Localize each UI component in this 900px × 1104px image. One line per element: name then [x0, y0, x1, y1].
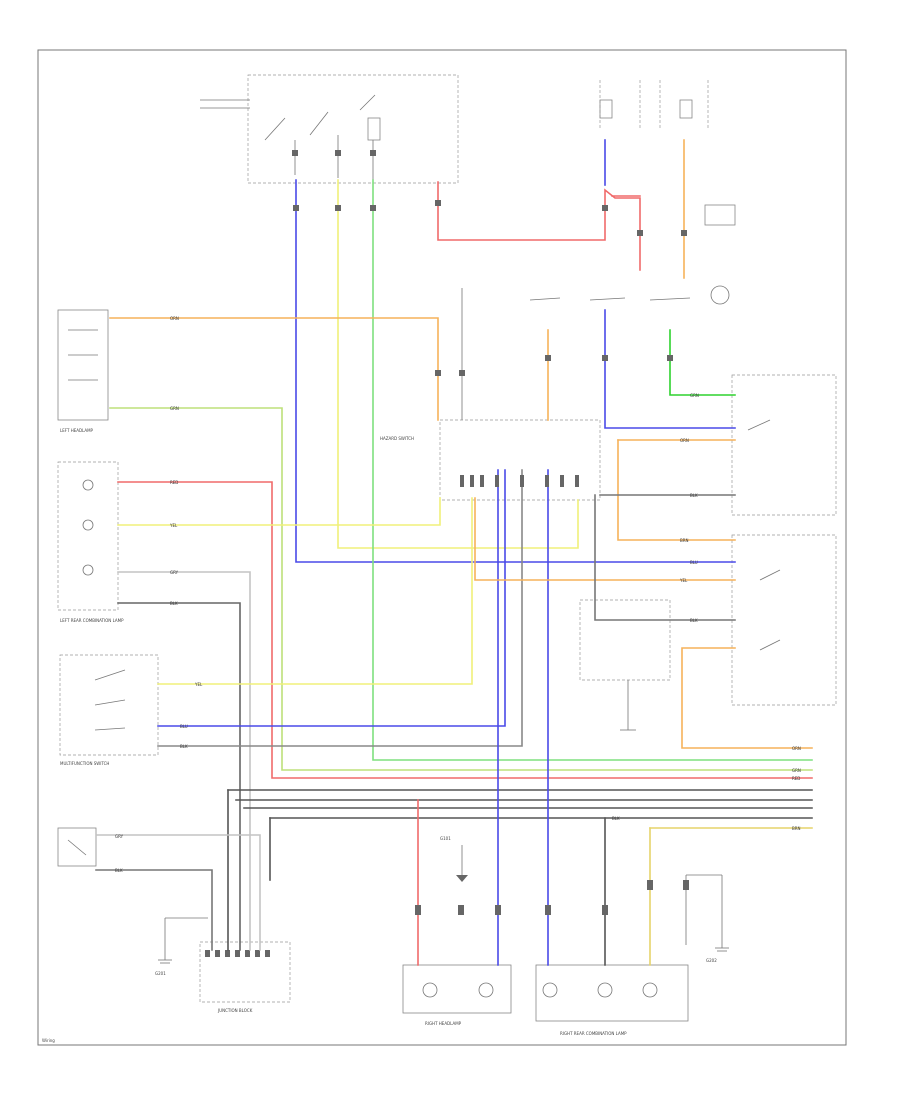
wires	[95, 139, 813, 966]
wire-yellow-lr	[117, 497, 441, 526]
wire-green-lh	[109, 407, 813, 771]
left-ground: G201	[155, 917, 208, 976]
junction-block-label: JUNCTION BLOCK	[217, 1008, 253, 1013]
label-blu-1: BLU	[180, 724, 188, 729]
wire-black-mf	[157, 469, 523, 747]
label-brn-2: BRN	[792, 826, 801, 831]
footer-label: Wiring	[42, 1038, 55, 1043]
label-blk-1: BLK	[170, 601, 178, 606]
label-blk-2: BLK	[180, 744, 188, 749]
diagram-frame	[37, 49, 847, 1046]
label-orn-1: ORN	[170, 316, 179, 321]
fuse-blocks	[599, 80, 736, 305]
body-ground: G101	[440, 836, 468, 882]
wire-bright-green	[669, 329, 736, 396]
right-ground: G202	[685, 874, 729, 963]
right-ground-label: G202	[706, 958, 717, 963]
wire-red-lr	[117, 481, 813, 779]
wire-blue-mf	[157, 469, 506, 727]
label-orn-2: ORN	[680, 438, 689, 443]
wire-gray-lr	[117, 571, 251, 951]
flasher-relay	[710, 285, 730, 305]
top-switch-box	[200, 74, 459, 184]
label-yel-1: YEL	[169, 523, 178, 528]
label-blk-4: BLK	[690, 618, 698, 623]
hazard-switch: HAZARD SWITCH	[380, 288, 691, 501]
left-rear-combination-lamp: LEFT REAR COMBINATION LAMP	[57, 461, 124, 623]
hazard-switch-label: HAZARD SWITCH	[380, 436, 414, 441]
wire-orange-mid	[617, 439, 736, 541]
wire-blue-right	[604, 309, 736, 429]
label-gry-1: GRY	[170, 570, 179, 575]
wire-yellow-1	[337, 179, 579, 549]
label-gry-2: GRY	[115, 834, 124, 839]
left-rear-lamp-label: LEFT REAR COMBINATION LAMP	[60, 618, 124, 623]
label-yel-2: YEL	[194, 682, 203, 687]
multifunction-switch: MULTIFUNCTION SWITCH	[59, 654, 159, 766]
wire-yellow-mf	[157, 497, 473, 685]
junction-block: JUNCTION BLOCK	[199, 941, 291, 1013]
right-rear-lamp-label: RIGHT REAR COMBINATION LAMP	[560, 1031, 627, 1036]
label-blk-6: BLK	[115, 868, 123, 873]
wire-blue-main	[295, 179, 736, 563]
left-headlamp-label: LEFT HEADLAMP	[60, 428, 94, 433]
multifunction-switch-label: MULTIFUNCTION SWITCH	[60, 761, 109, 766]
wire-orange-lh	[109, 317, 439, 421]
label-orn-3: ORN	[792, 746, 801, 751]
label-grn-2: GRN	[690, 393, 699, 398]
wire-black-relay	[95, 869, 213, 951]
label-blu-2: BLU	[690, 560, 698, 565]
connector-markers	[293, 200, 689, 915]
label-grn-3: GRN	[792, 768, 801, 773]
body-ground-label: G101	[440, 836, 451, 841]
right-headlamp: RIGHT HEADLAMP	[402, 964, 512, 1026]
label-grn-1: GRN	[170, 406, 179, 411]
left-headlamp: LEFT HEADLAMP	[57, 309, 109, 433]
label-brn-1: BRN	[680, 538, 689, 543]
wire-labels: ORN GRN RED YEL GRY BLK YEL BLU BLK GRN …	[115, 316, 801, 873]
wire-green-1	[372, 179, 813, 761]
right-rear-combination-lamp: RIGHT REAR COMBINATION LAMP	[535, 964, 689, 1036]
wire-orange-low	[474, 497, 736, 581]
right-headlamp-label: RIGHT HEADLAMP	[425, 1021, 462, 1026]
label-blk-5: BLK	[612, 816, 620, 821]
left-small-relay	[57, 827, 97, 867]
left-ground-label: G201	[155, 971, 166, 976]
label-red-2: RED	[792, 776, 800, 781]
label-red-1: RED	[170, 480, 178, 485]
wire-gray-relay	[95, 834, 261, 951]
label-yel-3: YEL	[679, 578, 688, 583]
wire-black-right	[594, 494, 736, 621]
wire-orange-long	[681, 647, 813, 749]
turn-flasher-box	[704, 204, 736, 226]
wire-red-top	[437, 181, 641, 271]
label-blk-3: BLK	[690, 493, 698, 498]
